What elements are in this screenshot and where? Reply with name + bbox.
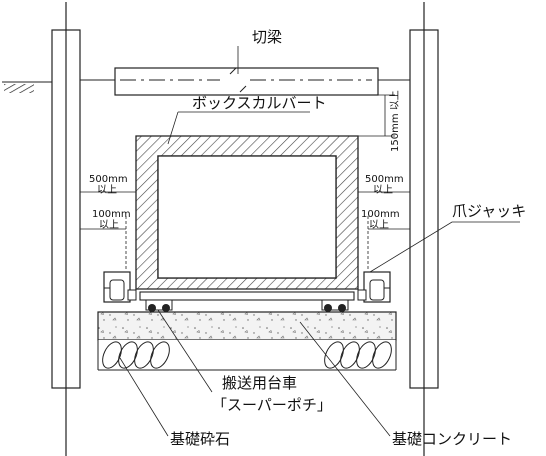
right-100-label: 100mm [361,209,400,220]
box-culvert-label: ボックスカルバート [192,94,327,112]
claw-jack-leader [369,221,520,273]
right-500-sub: 以上 [373,184,393,196]
cart-label-line2: 「スーパーポチ」 [212,396,332,414]
ground-surface [2,81,52,93]
base-concrete [97,311,397,341]
base-gravel [97,340,397,371]
right-retaining-wall [409,2,439,456]
clearance-top-label: 150mm 以上 [389,90,401,152]
strut-beam [80,67,410,96]
claw-jack-label: 爪ジャッキ [452,202,526,220]
gravel-leader [119,357,169,437]
dimension-left [80,191,136,270]
right-claw-jack [357,271,391,303]
left-500-label: 500mm [89,174,128,185]
left-retaining-wall [51,2,81,456]
transport-cart [139,291,355,312]
cart-label-line1: 搬送用台車 [222,374,297,392]
left-500-sub: 以上 [97,184,117,196]
left-100-label: 100mm [92,209,131,220]
cart-leader [157,309,213,393]
box-culvert [135,135,359,290]
dimension-150mm [358,94,395,137]
base-gravel-label: 基礎砕石 [170,430,230,448]
concrete-leader [299,321,391,437]
left-100-sub: 以上 [99,219,119,231]
right-500-label: 500mm [365,174,404,185]
left-claw-jack [103,271,137,303]
dimension-right [358,191,410,270]
strut-label: 切梁 [252,28,282,46]
base-concrete-label: 基礎コンクリート [392,430,512,448]
right-100-sub: 以上 [369,219,389,231]
